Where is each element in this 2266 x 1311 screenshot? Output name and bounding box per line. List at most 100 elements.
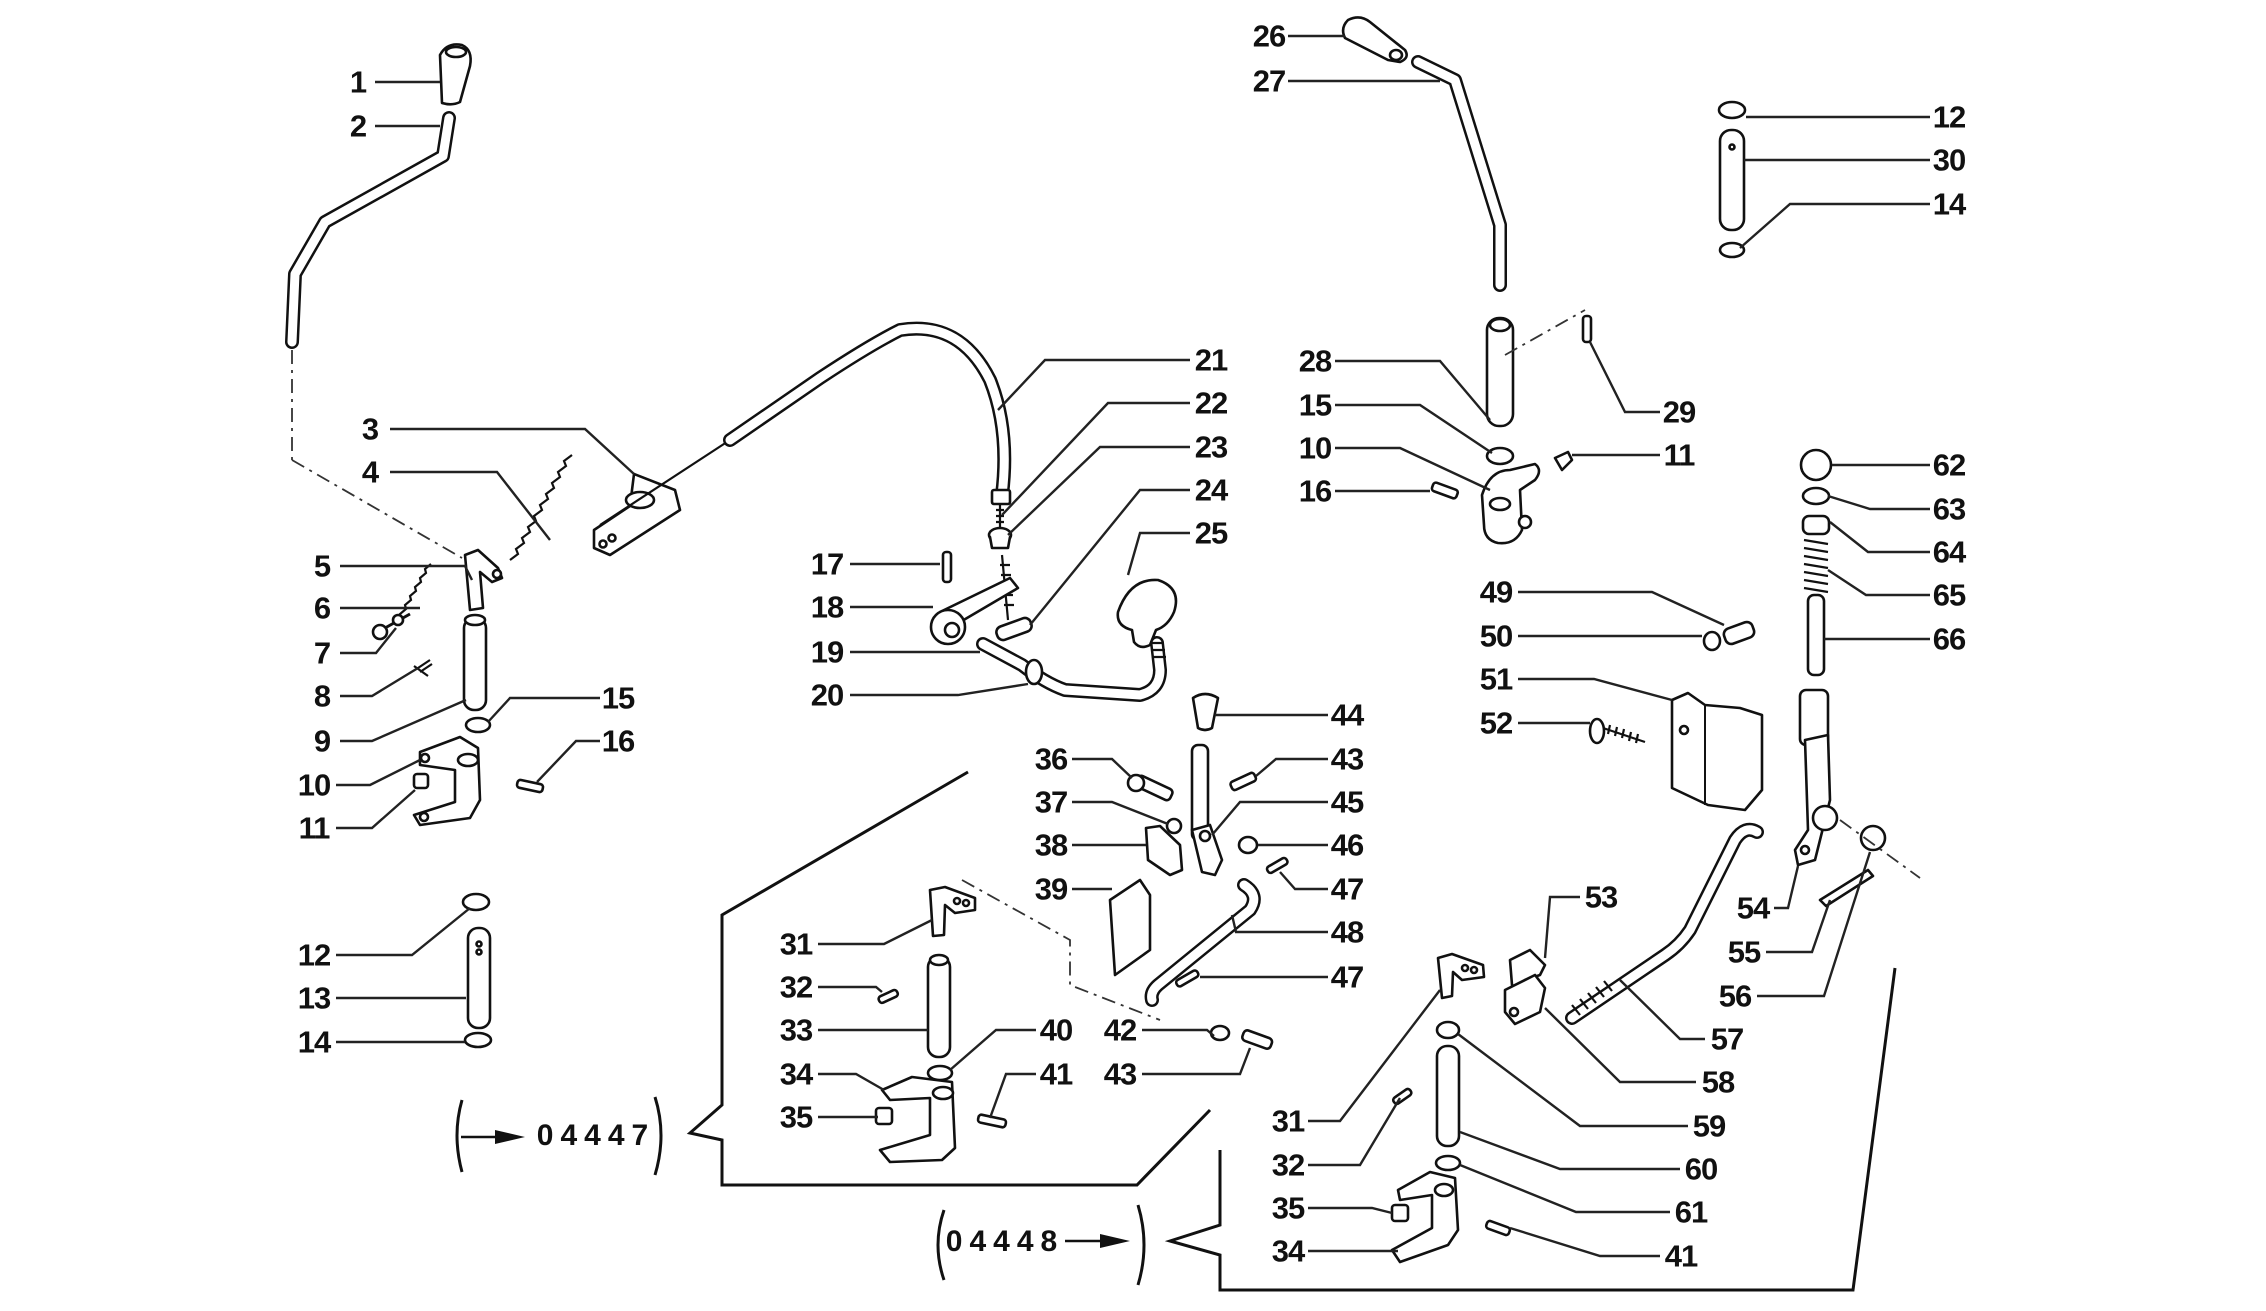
- shaft-19-rod-20: [976, 636, 1167, 702]
- callout-66: 66: [1932, 621, 1966, 657]
- callout-1: 1: [349, 64, 367, 100]
- callout-29: 29: [1662, 394, 1696, 430]
- washer-14b: [1718, 241, 1746, 259]
- screw-43: [1229, 771, 1258, 792]
- lever-31b: [1436, 952, 1486, 1000]
- cable-wire: [599, 439, 731, 526]
- washer-50: [1702, 630, 1722, 652]
- link-rod-57: [1565, 822, 1764, 1025]
- fork-34b: [1390, 1170, 1460, 1264]
- nut-63: [1801, 486, 1831, 506]
- callout-8: 8: [313, 678, 331, 714]
- callout-11b: 11: [1663, 437, 1696, 473]
- split-pin-55: [1818, 868, 1875, 908]
- pin-32b: [1391, 1087, 1413, 1106]
- washer-37: [1165, 817, 1183, 835]
- washer-15b: [1485, 446, 1515, 466]
- link-rod-48: [1144, 878, 1261, 1007]
- screw-52: [1588, 717, 1646, 745]
- callout-10: 10: [297, 767, 331, 803]
- callout-53: 53: [1584, 879, 1618, 915]
- ball-knob-62: [1799, 448, 1833, 482]
- callout-9: 9: [313, 723, 331, 759]
- pin-29: [1581, 314, 1593, 344]
- spring-6: [394, 563, 432, 624]
- circlip-12b: [1717, 100, 1747, 120]
- nut-56: [1859, 824, 1887, 852]
- plate-39: [1108, 878, 1152, 977]
- rod-66: [1806, 593, 1826, 677]
- roll-pin-16b: [1430, 481, 1460, 500]
- callout-17: 17: [810, 546, 844, 582]
- knob-1: [438, 43, 472, 106]
- fitting-11b: [1553, 450, 1574, 472]
- callout-36: 36: [1034, 741, 1068, 777]
- callout-48: 48: [1330, 914, 1364, 950]
- callout-56: 56: [1718, 978, 1752, 1014]
- shaft-9: [462, 613, 488, 712]
- bracket-left-04448: [936, 1209, 946, 1281]
- callout-41b: 41: [1664, 1238, 1698, 1274]
- callout-3: 3: [361, 411, 379, 447]
- callout-5: 5: [313, 548, 331, 584]
- callout-55: 55: [1727, 934, 1761, 970]
- washer-14: [463, 1031, 493, 1049]
- callout-57: 57: [1710, 1021, 1744, 1057]
- callout-39: 39: [1034, 871, 1068, 907]
- bolt-7: [371, 612, 411, 641]
- fitting-11: [412, 772, 430, 790]
- pin-17: [941, 550, 953, 584]
- callout-21: 21: [1194, 342, 1228, 378]
- callout-63: 63: [1932, 491, 1966, 527]
- callout-41: 41: [1039, 1056, 1073, 1092]
- callout-27: 27: [1252, 63, 1286, 99]
- callout-42: 42: [1103, 1012, 1137, 1048]
- knob-25: [1116, 578, 1178, 649]
- bolt-36: [1126, 773, 1174, 802]
- bracket-3: [592, 472, 682, 557]
- callout-11: 11: [298, 810, 331, 846]
- range-frame-04448: [1164, 967, 1897, 1292]
- callout-31b: 31: [1271, 1103, 1305, 1139]
- callout-47: 47: [1330, 871, 1364, 907]
- callout-46: 46: [1330, 827, 1364, 863]
- axis-line: [961, 879, 1161, 1021]
- callout-16: 16: [601, 723, 635, 759]
- cable-21: [723, 321, 1012, 506]
- callout-2: 2: [349, 108, 367, 144]
- leader-lines: [336, 34, 1930, 1258]
- lever-arm-5: [463, 548, 504, 612]
- callout-61: 61: [1674, 1194, 1708, 1230]
- callout-15b: 15: [1298, 387, 1332, 423]
- lever-31: [928, 885, 977, 938]
- callout-12b: 12: [1932, 99, 1966, 135]
- shaft-28: [1485, 316, 1515, 428]
- callout-43: 43: [1330, 741, 1364, 777]
- lever-2: [285, 111, 456, 349]
- callout-62: 62: [1932, 447, 1966, 483]
- callout-58: 58: [1701, 1064, 1735, 1100]
- serial-ref-04447: 04447: [536, 1119, 656, 1152]
- callout-20: 20: [810, 677, 844, 713]
- callout-25: 25: [1194, 515, 1228, 551]
- roll-pin-41b: [1484, 1219, 1512, 1237]
- nut-23: [987, 526, 1013, 550]
- bracket-51: [1670, 691, 1764, 812]
- callout-23: 23: [1194, 429, 1228, 465]
- callout-59: 59: [1692, 1108, 1726, 1144]
- shaft-33: [926, 953, 952, 1059]
- washer-40: [926, 1064, 954, 1082]
- knob-44: [1191, 692, 1220, 732]
- pin-47: [1265, 856, 1289, 875]
- callout-32b: 32: [1271, 1147, 1305, 1183]
- pin-60: [1435, 1044, 1461, 1148]
- fork-10: [412, 735, 482, 827]
- callout-26: 26: [1252, 18, 1286, 54]
- lever-27: [1411, 55, 1507, 292]
- callout-30: 30: [1932, 142, 1966, 178]
- callout-40: 40: [1039, 1012, 1073, 1048]
- serial-ref-04448: 04448: [945, 1225, 1065, 1258]
- pin-13: [466, 926, 492, 1030]
- spring-65: [1803, 538, 1829, 594]
- lever-54: [1793, 688, 1839, 867]
